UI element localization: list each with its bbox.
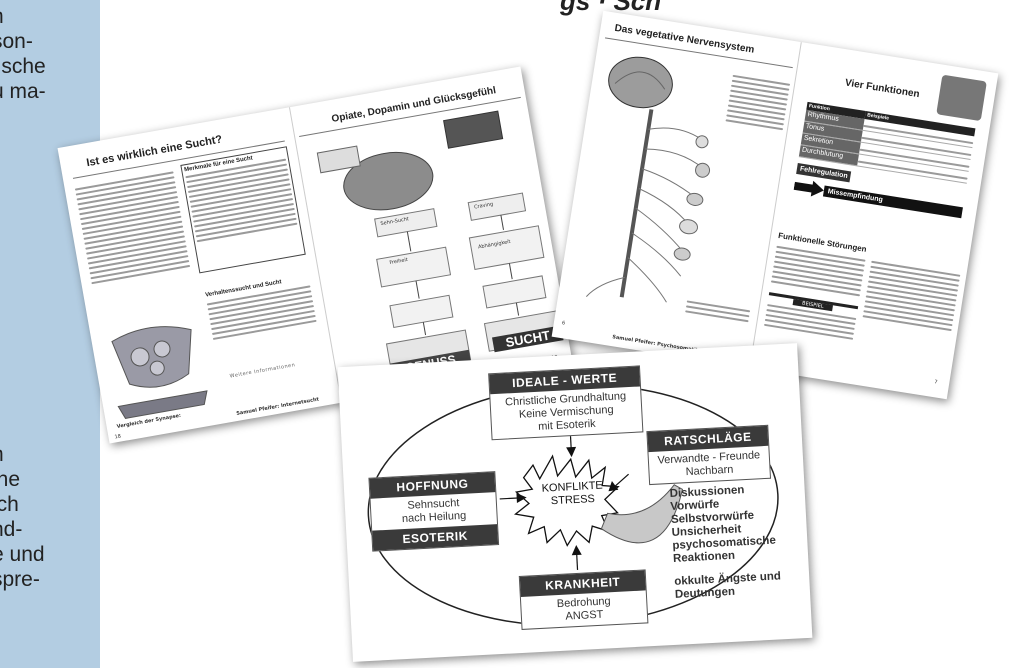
right-page: Vier Funktionen Funktion Beispiele Rhyth… [749,42,998,399]
conflict-diagram-sheet: IDEALE - WERTE Christliche Grundhaltung … [337,343,813,662]
page-number-left: 18 [114,433,122,441]
photo-thumbnail [936,74,987,122]
functions-table: Funktion Beispiele Rhythmus Tonus Sekret… [793,101,976,220]
page-number-left: 6 [561,320,566,327]
outcomes-list: Diskussionen Vorwürfe Selbstvorwürfe Uns… [669,482,782,601]
left-page: Ist es wirklich eine Sucht? Merkmale für… [57,107,343,444]
sidebar-line: son- [0,30,33,53]
book-spread-psychosomatik: Das vegetative Nervensystem [551,10,999,400]
caption-text [685,297,751,325]
criteria-box: Merkmale für eine Sucht [180,146,306,274]
example-box: BEISPIEL [763,292,859,343]
krankheit-box: KRANKHEIT Bedrohung ANGST [518,569,649,630]
book-spread-internetsucht: Ist es wirklich eine Sucht? Merkmale für… [57,66,573,444]
sidebar-panel: n son- lische u ma- n ine ich nd- e und … [0,0,100,668]
synapse-illustration [111,326,208,419]
section-title: Vier Funktionen [844,77,921,101]
ideale-werte-box: IDEALE - WERTE Christliche Grundhaltung … [488,365,644,441]
left-column-text [74,168,191,287]
sidebar-line: u ma- [0,80,46,103]
page-number-right: 7 [933,379,938,386]
sidebar-line: ine [0,468,21,491]
sidebar-line: ich [0,493,19,516]
sidebar-line: spre- [0,568,40,591]
sidebar-line: lische [0,55,46,78]
arrow-right-icon [793,180,824,197]
ratschlaege-box: RATSCHLÄGE Verwandte - Freunde Nachbarn [646,424,772,486]
nervous-system-illustration [585,56,711,303]
footer-left: Samuel Pfeifer: Internetsucht [235,396,320,418]
sidebar-line: n [0,4,100,29]
body-column-2 [862,258,961,334]
hoffnung-box: HOFFNUNG Sehnsucht nach Heilung ESOTERIK [368,471,500,552]
dopamine-flow-diagram [316,110,564,375]
sidebar-line: n [0,442,100,467]
sidebar-text-bottom: n ine ich nd- e und spre- [0,442,100,592]
sidebar-line: nd- [0,518,23,541]
sidebar-text-top: n son- lische u ma- [0,4,100,104]
top-heading-fragment: gs · Sch [560,0,662,16]
right-page: Opiate, Dopamin und Glücksgefühl Sehn-Su… [289,66,573,402]
left-page: Das vegetative Nervensystem [551,10,802,369]
bullet-notes [725,72,791,133]
info-title: Weitere Informationen [229,362,296,380]
sidebar-line: e und [0,543,45,566]
center-conflict-label: KONFLIKTE STRESS [532,479,613,509]
